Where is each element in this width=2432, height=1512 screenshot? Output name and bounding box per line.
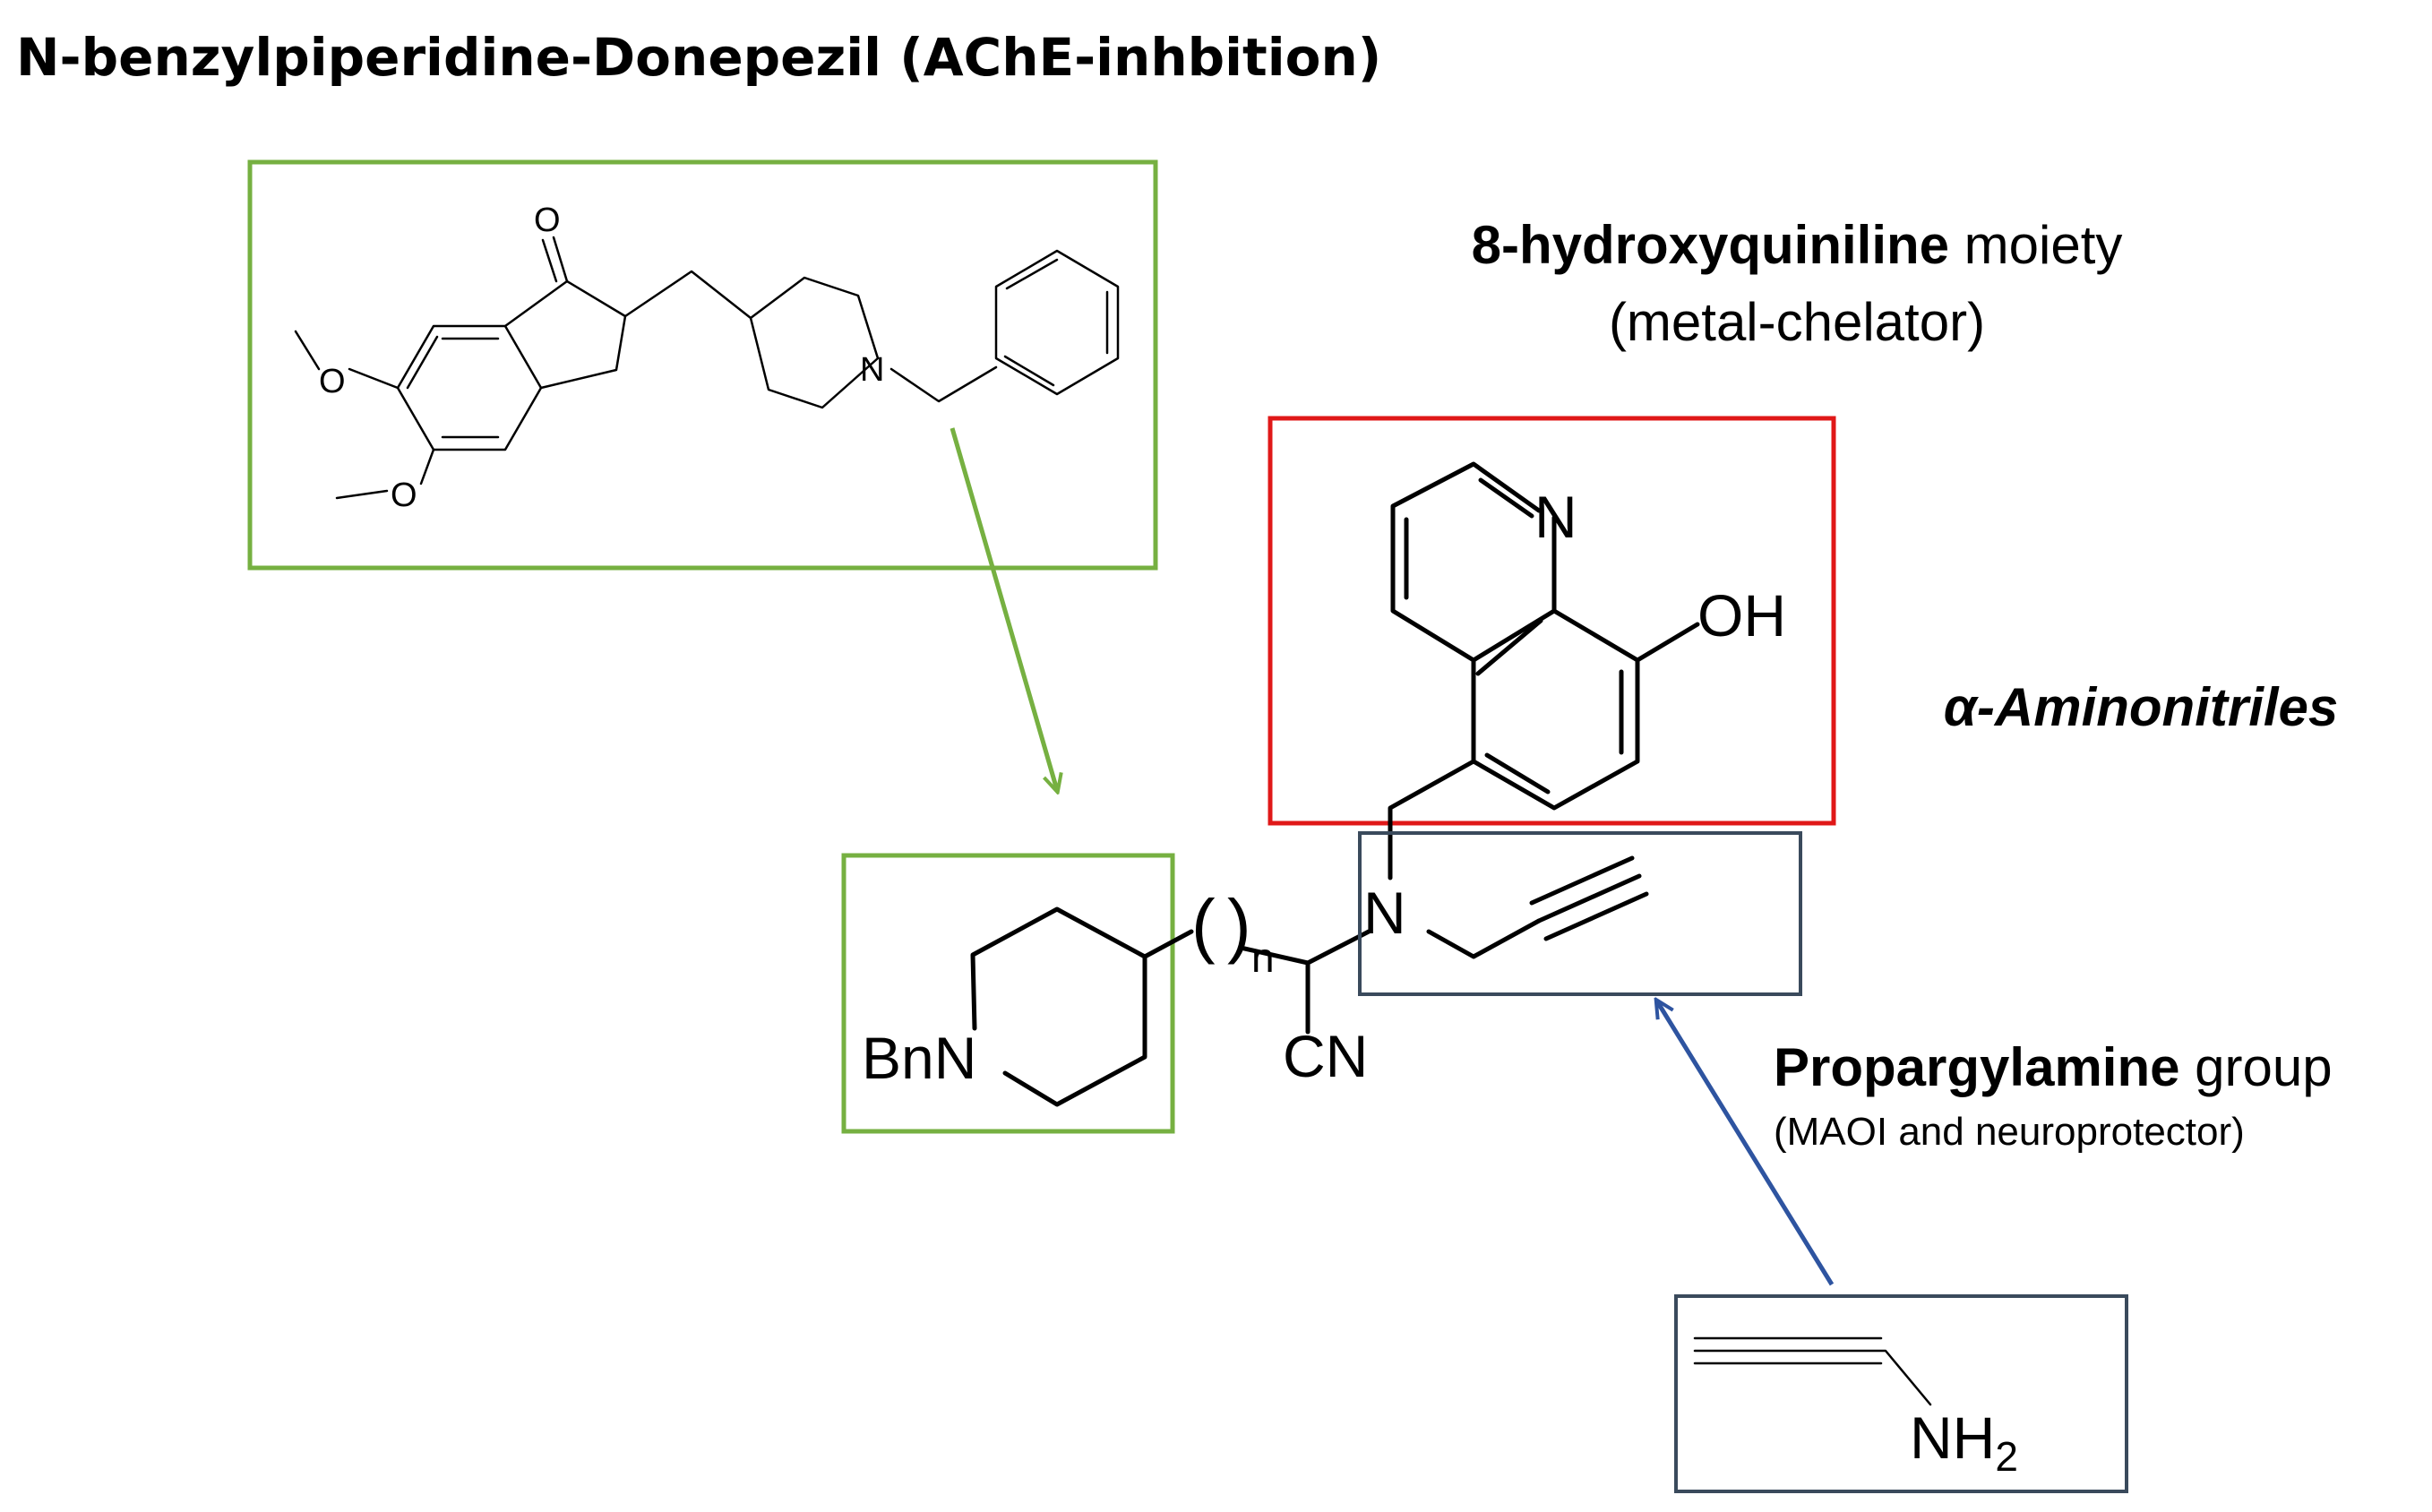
chain-open-paren: ( — [1191, 885, 1216, 965]
core-propargyl-box — [1358, 831, 1802, 996]
core-nitrogen: N — [1363, 880, 1406, 946]
benzyl-nitrogen: BnN — [862, 1025, 976, 1091]
hydroxyquinoline-heading: 8-hydroxyquiniline moiety — [1472, 215, 2123, 275]
propargylamine-heading: Propargylamine group — [1774, 1037, 2333, 1097]
nitrile-group: CN — [1283, 1023, 1368, 1089]
figure-title: N-benzylpiperidine-Donepezil (AChE-inhbi… — [16, 27, 1381, 88]
blue-arrow — [1657, 1001, 1835, 1286]
hydroxyquinoline-box — [1268, 416, 1836, 826]
propargylamine-structure — [1693, 1336, 1932, 1406]
quinoline-hydroxyl: OH — [1697, 582, 1786, 649]
green-arrow — [950, 427, 1057, 790]
propargylamine-subheading: (MAOI and neuroprotector) — [1774, 1110, 2245, 1154]
hydroxyquinoline-heading-rest: moiety — [1949, 215, 2122, 275]
donepezil-ketone-oxygen: O — [534, 202, 561, 239]
propargylamine-subscript: 2 — [1995, 1433, 2018, 1480]
propargylamine-amine: NH2 — [1910, 1405, 2018, 1480]
quinoline-nitrogen: N — [1534, 484, 1577, 550]
core-structure — [970, 855, 1649, 1107]
hydroxyquinoline-heading-bold: 8-hydroxyquiniline — [1472, 215, 1949, 275]
aminonitriles-label: α-Aminonitriles — [1944, 677, 2339, 737]
donepezil-nitrogen: N — [860, 351, 884, 389]
donepezil-methoxy-oxygen-2: O — [391, 477, 417, 514]
chain-close-paren: ) — [1227, 885, 1251, 965]
propargylamine-heading-bold: Propargylamine — [1774, 1037, 2180, 1097]
donepezil-box — [247, 159, 1158, 571]
propargylamine-heading-rest: group — [2180, 1037, 2333, 1097]
hydroxyquinoline-structure — [1388, 461, 1700, 881]
hydroxyquinoline-subheading: (metal-chelator) — [1609, 292, 1985, 352]
chain-subscript-n: n — [1251, 934, 1275, 981]
donepezil-methoxy-oxygen-1: O — [319, 363, 346, 400]
propargylamine-nh: NH — [1910, 1405, 1995, 1471]
propargylamine-box — [1674, 1294, 2128, 1493]
benzylpiperidine-box — [841, 853, 1175, 1134]
donepezil-structure — [294, 236, 1120, 500]
